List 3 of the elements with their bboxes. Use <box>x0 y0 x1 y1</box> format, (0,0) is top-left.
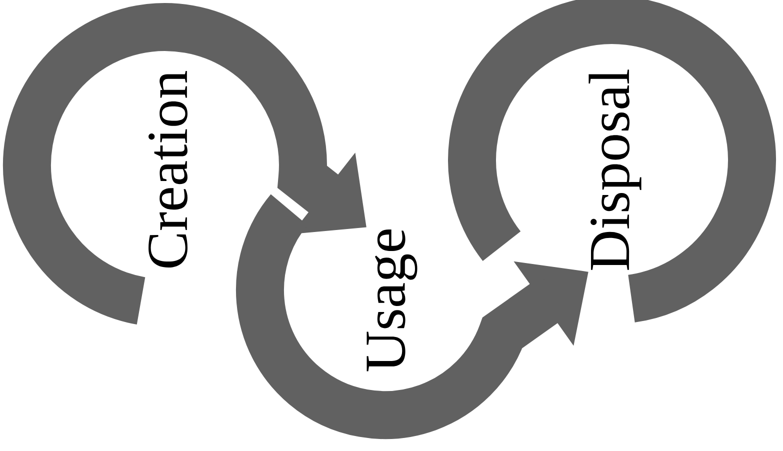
stage-label: Usage <box>366 230 418 372</box>
stage-label: Creation <box>148 70 188 268</box>
stage-label: Disposal <box>588 70 642 270</box>
